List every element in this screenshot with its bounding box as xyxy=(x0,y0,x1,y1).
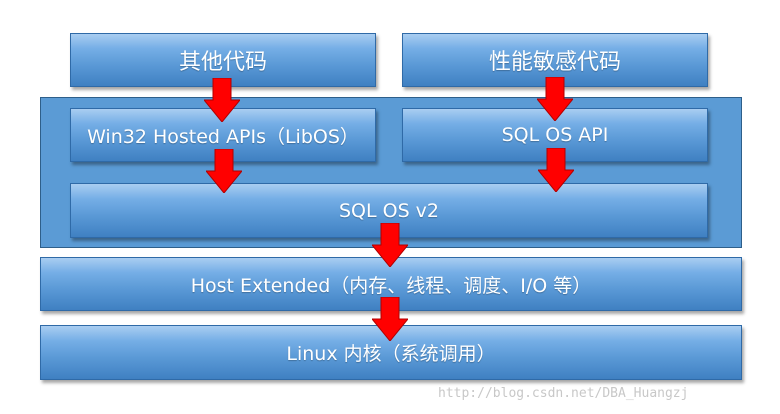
linux-kernel-label: Linux 内核（系统调用） xyxy=(286,343,496,365)
sqlos-api-label: SQL OS API xyxy=(501,124,609,146)
sqlos-v2-label: SQL OS v2 xyxy=(338,199,440,222)
arrow-down-icon xyxy=(372,297,408,341)
arrow-down-icon xyxy=(372,223,408,267)
other-code-label: 其他代码 xyxy=(178,50,267,75)
arrow-down-icon xyxy=(206,149,242,193)
host-extended-label: Host Extended（内存、线程、调度、I/O 等） xyxy=(190,274,592,297)
perf-sensitive-code-label: 性能敏感代码 xyxy=(488,50,621,75)
win32-hosted-apis-label: Win32 Hosted APIs（LibOS） xyxy=(87,125,359,148)
arrow-down-icon xyxy=(537,77,573,121)
watermark-url: http://blog.csdn.net/DBA_Huangzj xyxy=(438,386,689,401)
arrow-down-icon xyxy=(204,78,240,122)
arrow-down-icon xyxy=(538,148,574,192)
linux-kernel-block: Linux 内核（系统调用） xyxy=(40,325,742,380)
